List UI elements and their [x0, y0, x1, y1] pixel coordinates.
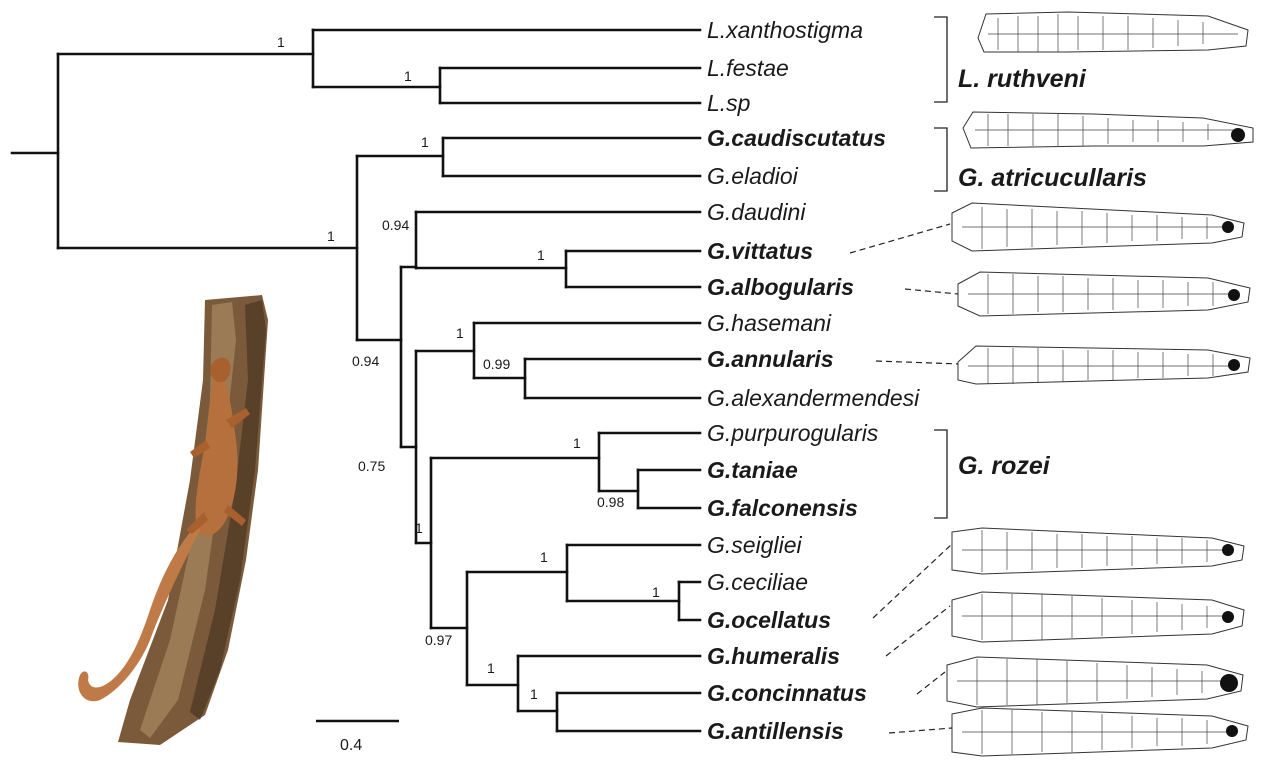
support-value: 0.94 [352, 353, 379, 369]
tip-label: G.purpurogularis [707, 420, 879, 446]
tip-label: G.ceciliae [707, 569, 808, 595]
support-value: 1 [540, 549, 548, 565]
tip-label: L.sp [707, 90, 751, 116]
leader-line [905, 289, 958, 294]
tip-label: G.hasemani [707, 310, 832, 336]
leader-lines [850, 224, 960, 733]
support-value: 1 [404, 68, 412, 84]
tip-label: G.seigliei [707, 532, 802, 558]
scale-bar: 0.4 [316, 721, 399, 754]
leader-line [917, 672, 945, 694]
tail-drawing [958, 346, 1250, 384]
support-value: 0.75 [358, 458, 385, 474]
tip-label: G.falconensis [707, 495, 858, 521]
tail-drawing [952, 528, 1244, 574]
support-value: 1 [327, 228, 335, 244]
tip-label: G.caudiscutatus [707, 125, 886, 151]
bracket-g-atricucullaris [934, 128, 947, 191]
support-value: 0.97 [425, 632, 452, 648]
tip-label: G.annularis [707, 346, 834, 372]
support-value: 1 [530, 686, 538, 702]
support-value: 1 [456, 325, 464, 341]
gecko-photo [78, 295, 268, 745]
tip-label: G.eladioi [707, 163, 799, 189]
tail-drawing [978, 12, 1248, 52]
group-brackets [934, 17, 947, 518]
support-value: 0.94 [382, 217, 409, 233]
tip-label: G.alexandermendesi [707, 385, 920, 411]
tail-drawing [947, 657, 1243, 707]
scale-bar-label: 0.4 [340, 737, 362, 754]
tip-label: G.daudini [707, 199, 806, 225]
leader-line [886, 606, 950, 656]
tree-branches [12, 30, 700, 731]
leader-line [889, 728, 952, 733]
tip-label: G.antillensis [707, 718, 844, 744]
group-label: L. ruthveni [958, 65, 1087, 93]
bracket-l-ruthveni [934, 17, 947, 102]
tip-label: L.festae [707, 55, 789, 81]
support-value: 0.98 [597, 494, 624, 510]
group-label: G. rozei [958, 452, 1051, 480]
support-value: 1 [487, 660, 495, 676]
support-value: 1 [421, 134, 429, 150]
support-value: 1 [415, 520, 423, 536]
tip-labels: L.xanthostigma L.festae L.sp G.caudiscut… [707, 17, 920, 744]
group-label: G. atricucullaris [958, 164, 1147, 192]
support-value: 1 [573, 435, 581, 451]
support-value: 1 [537, 247, 545, 263]
leader-line [850, 224, 950, 253]
tip-label: G.ocellatus [707, 607, 831, 633]
leader-line [873, 543, 953, 618]
leader-line [876, 361, 960, 364]
support-value: 0.99 [483, 356, 510, 372]
tip-label: L.xanthostigma [707, 17, 863, 43]
support-value: 1 [277, 34, 285, 50]
tail-drawing [952, 203, 1244, 251]
support-value: 1 [652, 584, 660, 600]
tail-drawing [963, 112, 1253, 148]
tip-label: G.vittatus [707, 238, 813, 264]
tip-label: G.albogularis [707, 274, 854, 300]
tail-illustrations [947, 12, 1253, 756]
tail-drawing [952, 708, 1248, 756]
tail-drawing [952, 592, 1244, 642]
tip-label: G.humeralis [707, 643, 840, 669]
tip-label: G.concinnatus [707, 680, 867, 706]
tail-drawing [958, 272, 1250, 316]
tip-label: G.taniae [707, 457, 798, 483]
bracket-g-rozei [934, 430, 947, 518]
